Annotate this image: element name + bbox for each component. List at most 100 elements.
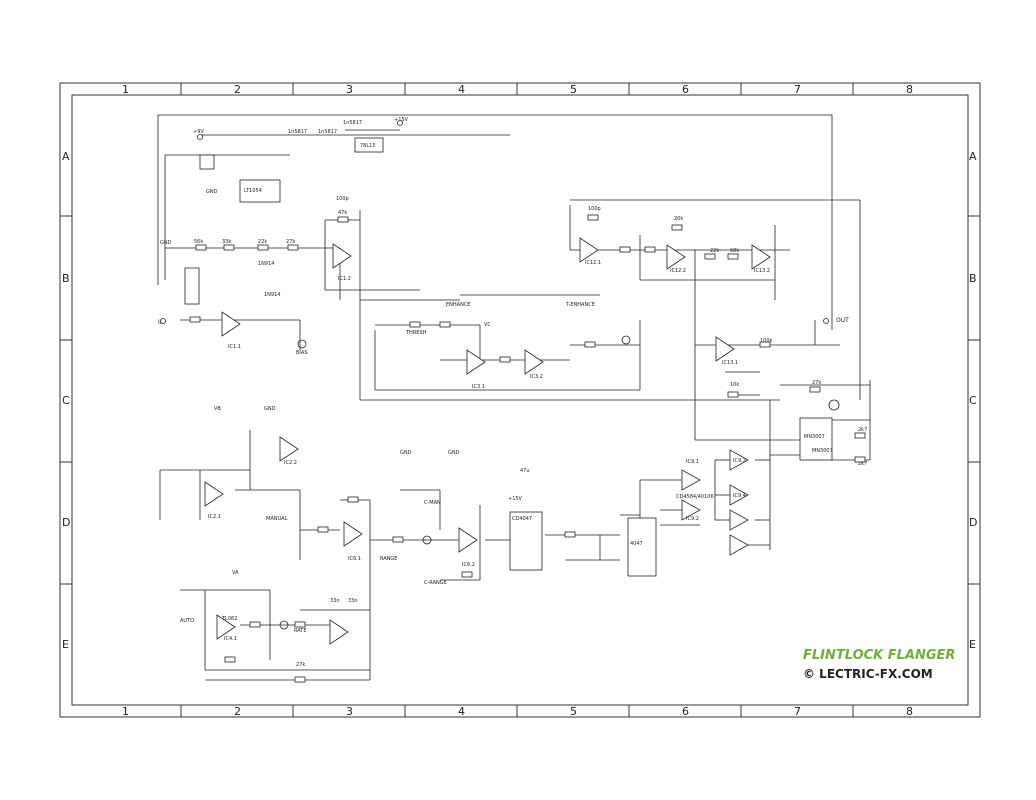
inverter-ic93: [729, 449, 749, 471]
component-labels: +9V +15V 1n5817 1n5817 1n5817 78L15 LT10…: [158, 117, 867, 668]
pot-mix: [621, 335, 631, 345]
label-1n914-b: 1N914: [264, 292, 280, 298]
label-r-22k-2: 22k: [710, 248, 719, 254]
label-ic61: IC6.1: [348, 556, 361, 562]
label-r-68k: 68k: [730, 248, 739, 254]
chip-ic5: [509, 511, 543, 571]
col-label-5-bottom: 5: [570, 705, 577, 718]
label-ic5: CD4047: [512, 516, 532, 522]
label-ic41: IC4.1: [224, 636, 237, 642]
opamp-ic31: [466, 349, 486, 375]
column-labels-top: 1 2 3 4 5 6 7 8: [122, 83, 913, 96]
label-ic6: 4047: [630, 541, 643, 547]
label-ic122: IC12.2: [670, 268, 686, 274]
row-label-c: C: [62, 394, 70, 407]
label-ic1: LT1054: [244, 188, 262, 194]
chip-ic1: [239, 179, 281, 203]
label-ic91: IC9.1: [686, 459, 699, 465]
label-r-39k: 33k: [222, 239, 231, 245]
inner-frame: [71, 94, 969, 706]
potentiometers: [279, 335, 840, 630]
label-diode-d7: 1n5817: [318, 129, 337, 135]
label-r-2k7-b: 2k7: [858, 461, 867, 467]
label-vb-1: VB: [214, 406, 221, 412]
trimmer-bias: [828, 399, 840, 411]
label-r-22k: 22k: [258, 239, 267, 245]
label-t-enhance: T-ENHANCE: [565, 302, 595, 308]
opamp-ic132: [751, 244, 771, 270]
label-gnd-3: GND: [400, 450, 412, 456]
column-labels-bottom: 1 2 3 4 5 6 7 8: [122, 705, 913, 718]
label-15v-d: +15V: [508, 496, 523, 502]
row-labels-left: A B C D E: [62, 150, 70, 651]
chip-ic6: [627, 517, 657, 577]
col-label-4-bottom: 4: [458, 705, 465, 718]
label-c-33n-b: 33n: [348, 598, 358, 604]
label-c-100p: 100p: [336, 196, 349, 202]
label-r-56k: 56k: [194, 239, 203, 245]
label-r-10k: 10k: [730, 382, 739, 388]
row-label-e-right: E: [969, 638, 976, 651]
passive-components: [189, 214, 866, 683]
col-label-7-bottom: 7: [794, 705, 801, 718]
chips: [184, 137, 833, 577]
brand-copyright: © LECTRIC-FX.COM: [803, 667, 933, 681]
label-thresh: THRESH: [405, 330, 427, 336]
col-label-7: 7: [794, 83, 801, 96]
col-label-3-bottom: 3: [346, 705, 353, 718]
col-label-3: 3: [346, 83, 353, 96]
opamp-ic131: [715, 336, 735, 362]
label-c-47u: 47u: [520, 468, 530, 474]
col-label-4: 4: [458, 83, 465, 96]
label-ic32: IC3.2: [530, 374, 543, 380]
label-ic132: IC13.2: [754, 268, 770, 274]
chip-connector: [199, 154, 215, 170]
opamp-ic21: [204, 481, 224, 507]
label-ic92: IC9.2: [686, 516, 699, 522]
label-manual: MANUAL: [266, 516, 288, 522]
label-ic93: IC9.3: [733, 458, 746, 464]
label-ic31: IC3.1: [472, 384, 485, 390]
row-labels-right: A B C D E: [969, 150, 977, 651]
inverter-ic94: [729, 484, 749, 506]
col-label-8-bottom: 8: [906, 705, 913, 718]
label-enhance: ENHANCE: [446, 302, 470, 308]
label-bias: BIAS: [296, 350, 308, 356]
label-r-2k7-a: 2k7: [858, 427, 867, 433]
label-gnd-1: GND: [206, 189, 218, 195]
label-rate: RATE: [294, 628, 307, 634]
opamp-ic42: [329, 619, 349, 645]
column-dividers: [180, 83, 854, 717]
opamp-ic61: [343, 521, 363, 547]
brand-title: FLINTLOCK FLANGER: [803, 648, 955, 663]
row-label-e: E: [62, 638, 69, 651]
label-ic10-ref: MN3007: [812, 448, 833, 454]
label-r-27k: 27k: [286, 239, 295, 245]
row-dividers: [60, 215, 980, 585]
row-label-d-right: D: [969, 516, 977, 529]
label-vc: VC: [484, 322, 491, 328]
col-label-5: 5: [570, 83, 577, 96]
chip-regulator: [354, 137, 384, 153]
label-r-100k: 100k: [760, 338, 773, 344]
col-label-1: 1: [122, 83, 129, 96]
label-va: VA: [232, 570, 239, 576]
label-diode-d8: 1n5817: [343, 120, 362, 126]
row-label-b: B: [62, 272, 70, 285]
opamp-ic22: [279, 436, 299, 462]
label-ic7: 78L15: [360, 143, 376, 149]
opamp-ic11: [221, 311, 241, 337]
col-label-1-bottom: 1: [122, 705, 129, 718]
output-jack: [823, 318, 829, 324]
label-r-75k: 27k: [296, 662, 305, 668]
row-label-a-right: A: [969, 150, 977, 163]
row-label-c-right: C: [969, 394, 977, 407]
pot-range: [422, 535, 432, 545]
row-label-d: D: [62, 516, 70, 529]
inverter-ic91: [681, 469, 701, 491]
label-c-man: C-MAN: [424, 500, 441, 506]
input-jack: [160, 318, 166, 324]
label-diode-d6: 1n5817: [288, 129, 307, 135]
col-label-6-bottom: 6: [682, 705, 689, 718]
